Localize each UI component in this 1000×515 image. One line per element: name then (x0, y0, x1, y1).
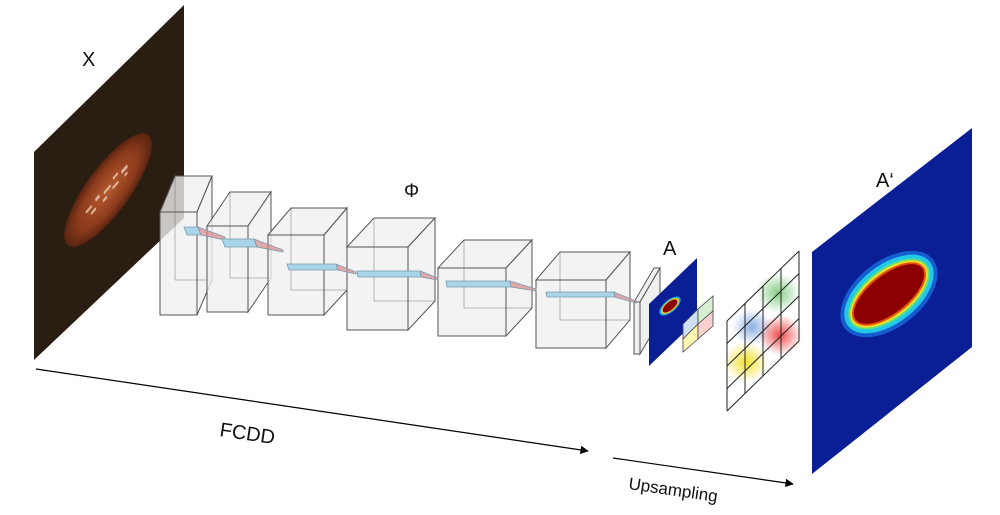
network-label: Φ (404, 181, 419, 202)
upsampling-kernel-grid (724, 250, 802, 412)
upsampling-arrow (612, 457, 794, 488)
fcdd-label: FCDD (218, 419, 276, 449)
upsampled-map-label: A‘ (876, 170, 894, 192)
anomaly-map-small (649, 258, 697, 366)
anomaly-map-label: A (663, 238, 677, 260)
conv-layer-3 (266, 206, 349, 317)
conv-layer-4 (345, 216, 437, 332)
conv-layer-1 (159, 175, 213, 316)
conv-layer-2 (206, 190, 272, 314)
input-image-panel (34, 5, 184, 360)
receptive-field-kernels (183, 226, 637, 304)
anomaly-map-upsampled (812, 128, 972, 474)
fcdd-arrow (35, 368, 589, 455)
input-label: X (82, 49, 95, 71)
upsampling-label: Upsampling (627, 474, 719, 506)
conv-layer-6 (534, 250, 632, 350)
upsampling-kernel-small (682, 295, 714, 353)
